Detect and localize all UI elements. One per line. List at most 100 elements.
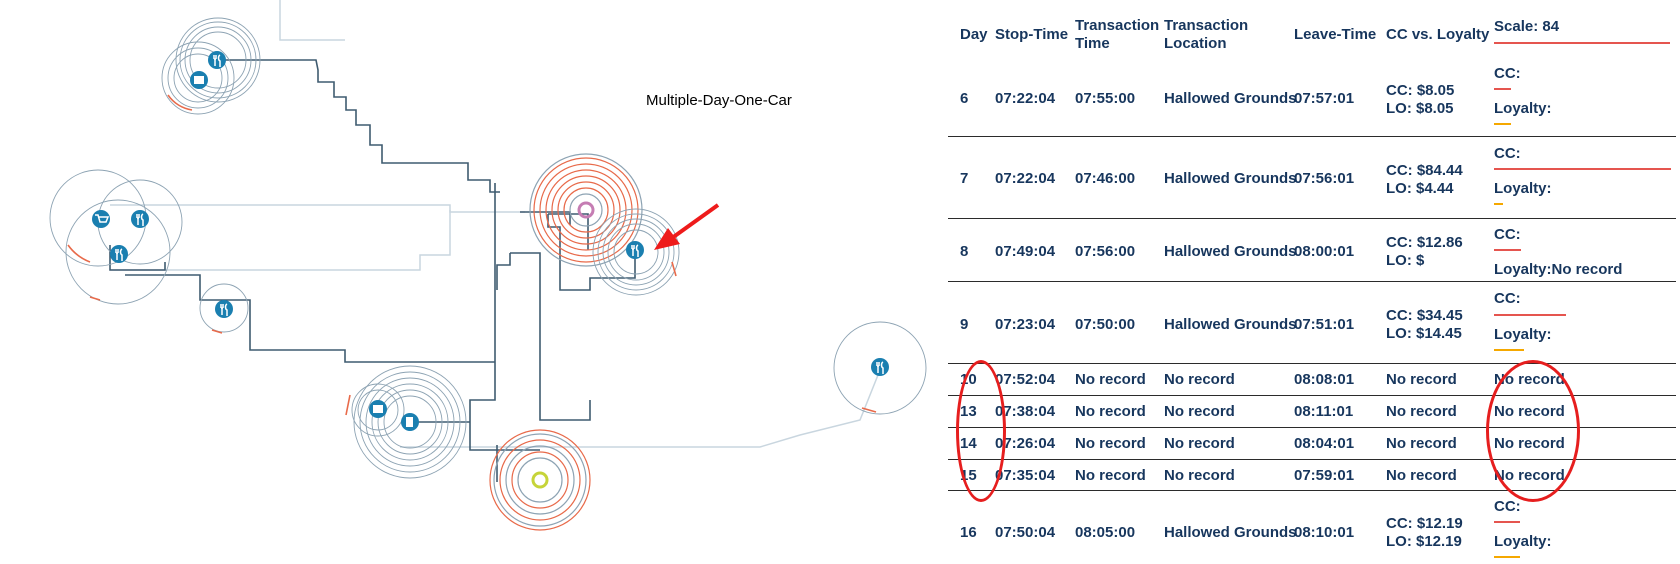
- cell-location: No record: [1164, 435, 1235, 452]
- cell-leave-time: 08:08:01: [1294, 371, 1355, 388]
- cc-bar: [1494, 88, 1511, 90]
- header-scale: Scale: 84: [1494, 18, 1560, 35]
- cell-day: 6: [960, 90, 969, 107]
- cell-transaction-time: 07:56:00: [1075, 243, 1136, 260]
- scale-bar: [1494, 42, 1670, 44]
- cell-location: Hallowed Grounds: [1164, 316, 1297, 333]
- cell-lo: LO: $: [1386, 252, 1425, 269]
- header-cc-vs-loyalty: CC vs. Loyalty: [1386, 26, 1490, 43]
- ring-cluster-northwest: [161, 17, 261, 115]
- cell-stop-time: 07:50:04: [995, 524, 1056, 541]
- header-transaction-location-line2: Location: [1164, 35, 1227, 52]
- shop-icon[interactable]: [369, 400, 387, 418]
- ring-cluster-home: [489, 429, 591, 531]
- cell-leave-time: 07:59:01: [1294, 467, 1355, 484]
- row-divider: [948, 490, 1676, 491]
- row-divider: [948, 395, 1676, 396]
- cell-leave-time: 07:57:01: [1294, 90, 1355, 107]
- scale-lo-label: Loyalty:: [1494, 533, 1552, 550]
- cell-leave-time: 08:11:01: [1294, 403, 1354, 420]
- restaurant-icon[interactable]: [625, 240, 645, 260]
- restaurant-icon[interactable]: [207, 50, 227, 70]
- scale-cc-label: CC:: [1494, 226, 1521, 243]
- cell-day: 8: [960, 243, 969, 260]
- row-divider: [948, 136, 1676, 137]
- ring-cluster-small: [199, 283, 249, 334]
- header-transaction-time-line1: Transaction: [1075, 17, 1160, 34]
- cell-location: Hallowed Grounds: [1164, 90, 1297, 107]
- cell-lo: LO: $12.19: [1386, 533, 1462, 550]
- restaurant-icon[interactable]: [130, 209, 150, 229]
- cc-bar: [1494, 521, 1520, 523]
- cc-bar: [1494, 249, 1521, 251]
- cell-location: Hallowed Grounds: [1164, 170, 1297, 187]
- highlight-oval-no-record: [1486, 360, 1580, 502]
- cell-stop-time: 07:38:04: [995, 403, 1056, 420]
- cell-stop-time: 07:22:04: [995, 90, 1056, 107]
- ring-cluster-east: [833, 321, 927, 415]
- cell-leave-time: 08:10:01: [1294, 524, 1355, 541]
- red-arrow-annotation: [654, 203, 720, 250]
- header-leave-time: Leave-Time: [1294, 26, 1377, 43]
- cell-cc: No record: [1386, 435, 1457, 452]
- cell-stop-time: 07:23:04: [995, 316, 1056, 333]
- row-divider: [948, 363, 1676, 364]
- header-day: Day: [960, 26, 988, 43]
- cell-leave-time: 08:04:01: [1294, 435, 1355, 452]
- row-divider: [948, 459, 1676, 460]
- header-transaction-location: Transaction Location: [1164, 17, 1248, 53]
- cell-leave-time: 07:56:01: [1294, 170, 1355, 187]
- cell-transaction-time: No record: [1075, 371, 1146, 388]
- faint-routes: [110, 0, 881, 448]
- start-marker-icon: [531, 471, 549, 489]
- ring-cluster-south: [345, 365, 467, 479]
- cc-bar: [1494, 314, 1566, 316]
- shop-icon[interactable]: [401, 413, 419, 431]
- cell-location: No record: [1164, 467, 1235, 484]
- lo-bar: [1494, 203, 1503, 205]
- highlight-oval-days: [956, 360, 1006, 502]
- cell-lo: LO: $8.05: [1386, 100, 1454, 117]
- ring-cluster-west: [49, 169, 183, 305]
- cell-transaction-time: 07:46:00: [1075, 170, 1136, 187]
- cell-stop-time: 07:52:04: [995, 371, 1056, 388]
- header-transaction-time-line2: Time: [1075, 35, 1110, 52]
- shop-icon[interactable]: [190, 71, 208, 89]
- cc-bar: [1494, 168, 1671, 170]
- restaurant-icon[interactable]: [870, 357, 890, 377]
- cell-stop-time: 07:22:04: [995, 170, 1056, 187]
- header-stop-time: Stop-Time: [995, 26, 1069, 43]
- scale-cc-label: CC:: [1494, 290, 1521, 307]
- scale-lo-label: Loyalty:: [1494, 180, 1552, 197]
- cell-day: 16: [960, 524, 977, 541]
- transaction-table: Day Stop-Time Transaction Time Transacti…: [948, 0, 1676, 564]
- restaurant-icon[interactable]: [109, 244, 129, 264]
- cell-cc: No record: [1386, 467, 1457, 484]
- cell-lo: LO: $4.44: [1386, 180, 1454, 197]
- cell-cc: CC: $8.05: [1386, 82, 1455, 99]
- cell-location: Hallowed Grounds: [1164, 243, 1297, 260]
- cell-day: 7: [960, 170, 969, 187]
- scale-cc-label: CC:: [1494, 145, 1521, 162]
- cell-cc: CC: $12.86: [1386, 234, 1463, 251]
- cell-day: 9: [960, 316, 969, 333]
- header-transaction-time: Transaction Time: [1075, 17, 1159, 53]
- map-title: Multiple-Day-One-Car: [646, 92, 792, 109]
- trajectory-map[interactable]: [0, 0, 940, 564]
- restaurant-icon[interactable]: [214, 299, 234, 319]
- ring-cluster-destination: [529, 153, 643, 267]
- cell-cc: CC: $84.44: [1386, 162, 1463, 179]
- cart-icon[interactable]: [92, 210, 110, 228]
- scale-lo-label: Loyalty:: [1494, 326, 1552, 343]
- map-panel[interactable]: Multiple-Day-One-Car: [0, 0, 940, 564]
- cell-leave-time: 07:51:01: [1294, 316, 1355, 333]
- header-transaction-location-line1: Transaction: [1164, 17, 1249, 34]
- end-marker-icon: [577, 201, 595, 219]
- cell-cc: CC: $12.19: [1386, 515, 1463, 532]
- lo-bar: [1494, 556, 1520, 558]
- lo-bar: [1494, 123, 1511, 125]
- cell-transaction-time: 07:50:00: [1075, 316, 1136, 333]
- cell-cc: No record: [1386, 371, 1457, 388]
- cell-leave-time: 08:00:01: [1294, 243, 1355, 260]
- cell-transaction-time: 07:55:00: [1075, 90, 1136, 107]
